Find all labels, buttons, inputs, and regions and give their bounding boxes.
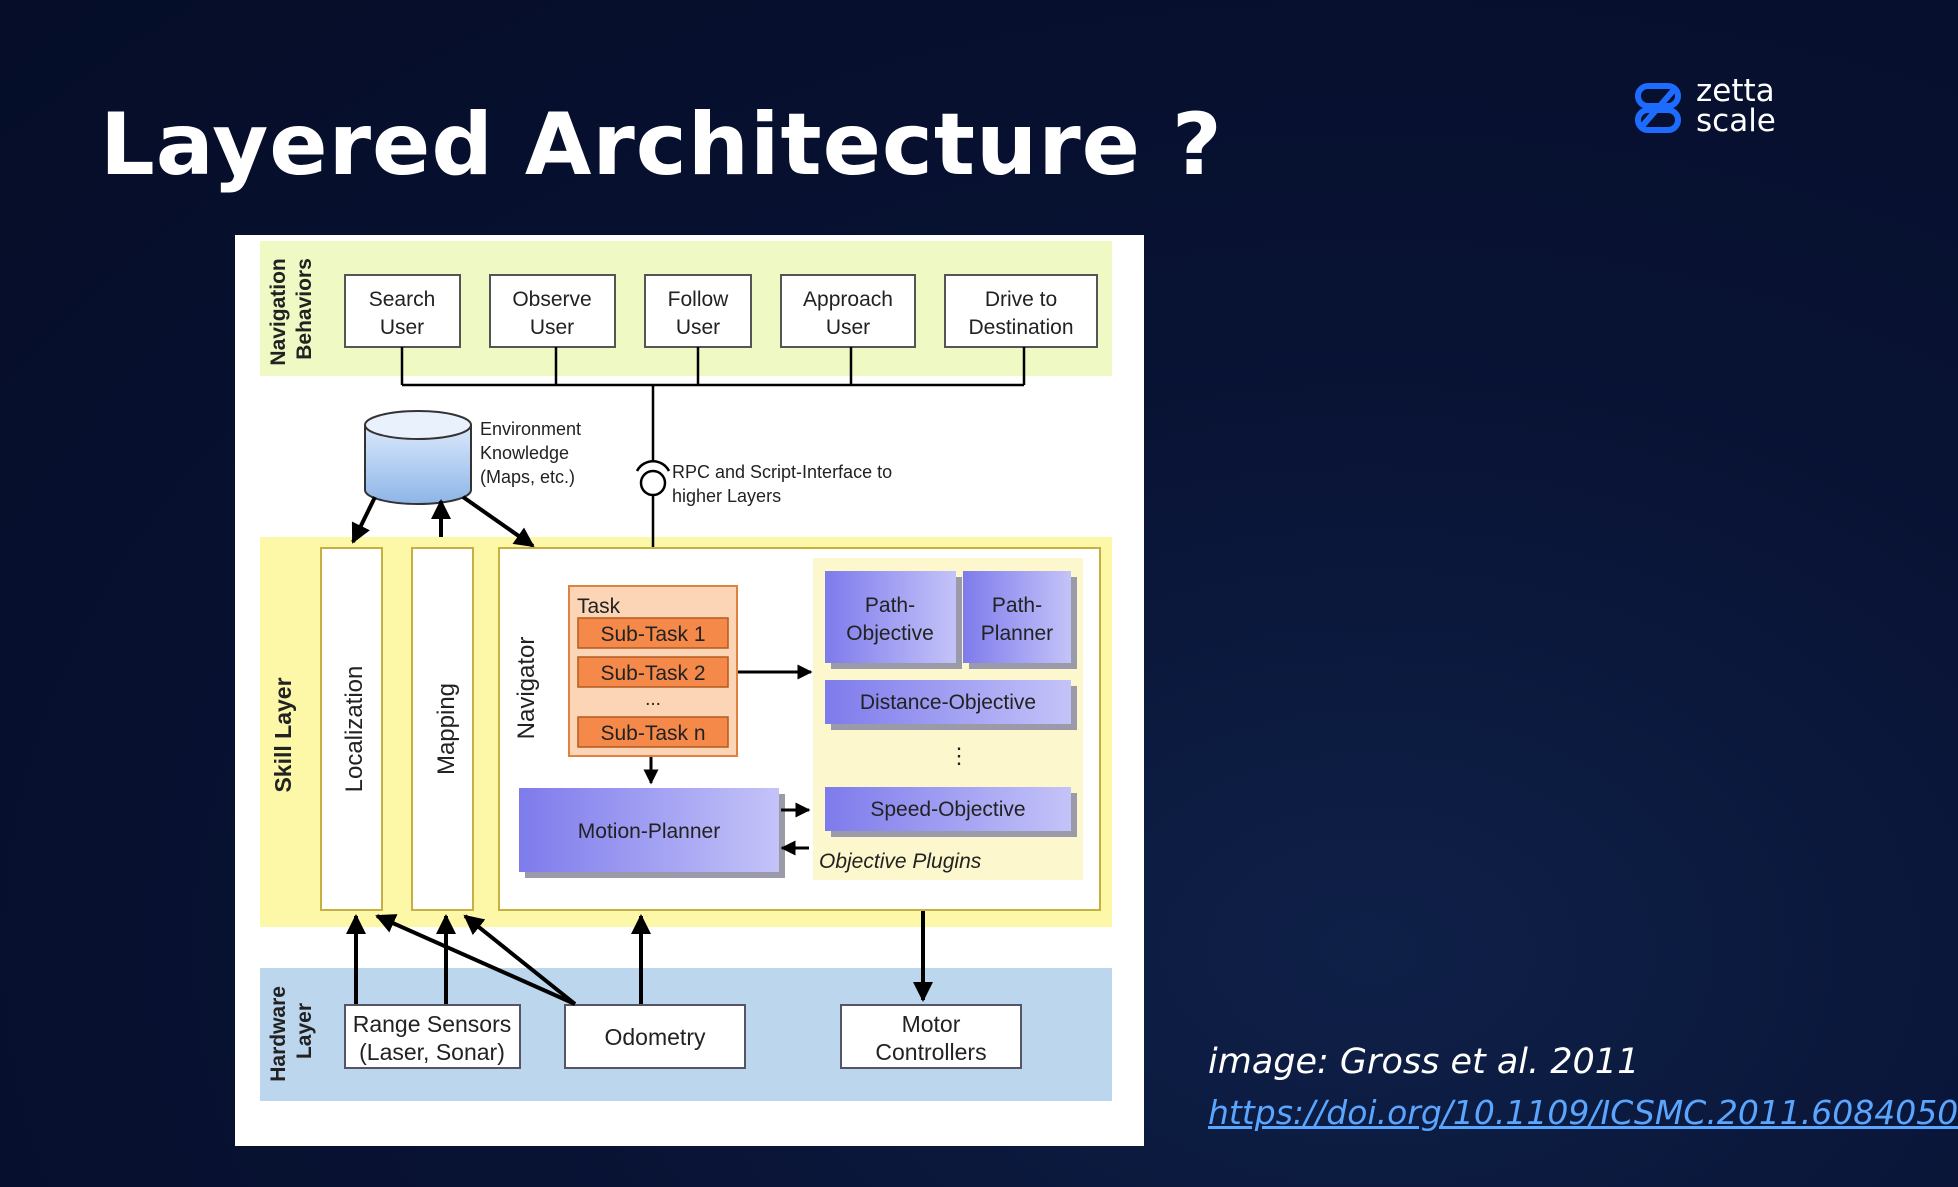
svg-text:Sub-Task 1: Sub-Task 1 — [600, 623, 705, 646]
behavior-approach-user: Approach User — [780, 274, 916, 348]
logo-line-1: zetta — [1696, 73, 1775, 109]
svg-text:User: User — [380, 316, 424, 339]
svg-text:...: ... — [645, 689, 661, 710]
navigation-layer-label: Navigation Behaviors — [267, 252, 316, 365]
behavior-bus — [400, 347, 1026, 586]
odometry-box: Odometry — [564, 1004, 746, 1069]
svg-text:Mapping: Mapping — [433, 683, 460, 775]
motion-planner-module: Motion-Planner — [519, 788, 785, 878]
behavior-observe-user: Observe User — [489, 274, 616, 348]
path-planner-plugin: Path- Planner — [963, 571, 1077, 669]
svg-text:Localization: Localization — [341, 666, 368, 793]
svg-text:Sub-Task 2: Sub-Task 2 — [600, 662, 705, 685]
svg-text:Range Sensors: Range Sensors — [353, 1011, 512, 1037]
path-objective-plugin: Path- Objective — [825, 571, 962, 669]
svg-text:Approach: Approach — [803, 288, 893, 311]
hardware-arrows — [346, 911, 933, 1006]
svg-text:Follow: Follow — [668, 288, 730, 311]
svg-text:Speed-Objective: Speed-Objective — [870, 798, 1025, 821]
behavior-follow-user: Follow User — [644, 274, 752, 348]
localization-module: Localization — [320, 547, 383, 911]
doi-link[interactable]: https://doi.org/10.1109/ICSMC.2011.60840… — [1208, 1093, 1958, 1132]
svg-text:Drive to: Drive to — [985, 288, 1057, 311]
distance-objective-plugin: Distance-Objective — [825, 680, 1077, 730]
image-caption: image: Gross et al. 2011 — [1208, 1042, 1640, 1082]
hardware-layer-label: Hardware Layer — [267, 980, 316, 1082]
mapping-module: Mapping — [411, 547, 474, 911]
range-sensors-box: Range Sensors (Laser, Sonar) — [344, 1004, 521, 1069]
behavior-drive-to-destination: Drive to Destination — [944, 274, 1098, 348]
svg-text:Motion-Planner: Motion-Planner — [578, 820, 720, 843]
task-box: Task Sub-Task 1 Sub-Task 2 ... Sub-Task … — [568, 585, 738, 757]
behavior-search-user: Search User — [344, 274, 461, 348]
svg-text:(Laser, Sonar): (Laser, Sonar) — [359, 1039, 505, 1065]
skill-layer-label: Skill Layer — [270, 677, 296, 792]
more-objectives-ellipsis: ⋮ — [948, 743, 970, 768]
motor-controllers-box: Motor Controllers — [840, 1004, 1022, 1069]
architecture-diagram: Navigation Behaviors Skill Layer Hardwar… — [235, 235, 1144, 1146]
svg-text:Task: Task — [577, 595, 621, 618]
zettascale-logo: zetta scale — [1632, 73, 1792, 139]
svg-text:Destination: Destination — [968, 316, 1073, 339]
svg-text:User: User — [530, 316, 574, 339]
slide-title: Layered Architecture ? — [100, 95, 1223, 195]
svg-text:Controllers: Controllers — [875, 1039, 986, 1065]
logo-line-2: scale — [1696, 103, 1776, 139]
speed-objective-plugin: Speed-Objective — [825, 787, 1077, 837]
rpc-socket-icon — [635, 460, 671, 497]
svg-text:Observe: Observe — [512, 288, 591, 311]
svg-text:Search: Search — [369, 288, 436, 311]
navigator-label: Navigator — [513, 637, 540, 740]
svg-text:Motor: Motor — [902, 1011, 961, 1037]
svg-text:Distance-Objective: Distance-Objective — [860, 691, 1036, 714]
objective-plugins-label: Objective Plugins — [819, 850, 982, 873]
environment-knowledge-database-icon — [364, 410, 472, 505]
environment-knowledge-label: Environment Knowledge (Maps, etc.) — [480, 419, 586, 487]
navigator-arrows — [643, 664, 813, 856]
svg-text:Planner: Planner — [981, 622, 1053, 645]
svg-text:Path-: Path- — [992, 594, 1042, 617]
environment-arrows — [351, 495, 535, 548]
svg-text:User: User — [676, 316, 720, 339]
rpc-interface-label: RPC and Script-Interface to higher Layer… — [672, 462, 897, 506]
logo-wordmark: zetta scale — [1696, 73, 1776, 139]
svg-text:Objective: Objective — [846, 622, 934, 645]
svg-text:Path-: Path- — [865, 594, 915, 617]
zetta-s-icon — [1635, 83, 1681, 133]
svg-text:User: User — [826, 316, 870, 339]
svg-text:Sub-Task n: Sub-Task n — [600, 722, 705, 745]
svg-text:Odometry: Odometry — [605, 1024, 706, 1050]
